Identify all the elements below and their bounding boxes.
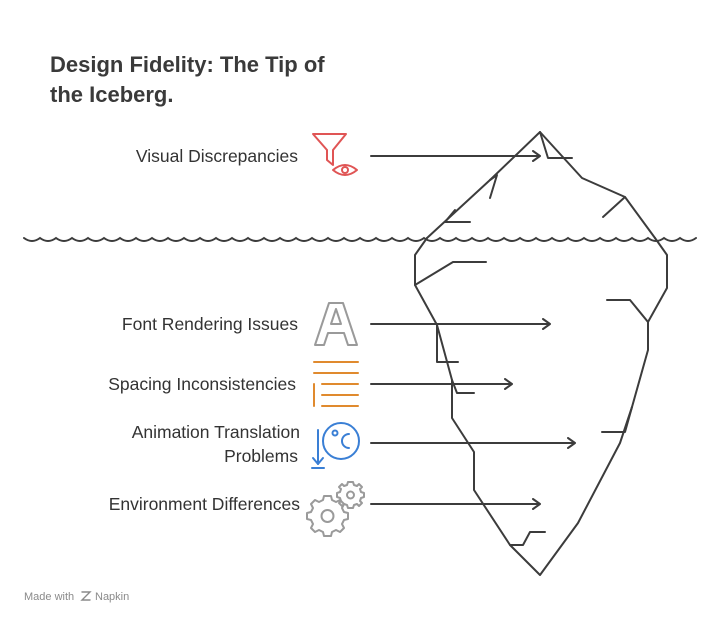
arrow-spacing — [370, 378, 513, 390]
footer-brand: Napkin — [95, 591, 129, 603]
iceberg-body — [414, 237, 668, 576]
item-label-line-1: Animation Translation — [132, 422, 300, 442]
title-line-2: the Iceberg. — [50, 82, 173, 107]
item-label: Visual Discrepancies — [136, 146, 298, 166]
title-line-1: Design Fidelity: The Tip of — [50, 52, 325, 77]
iceberg-tip — [426, 131, 656, 239]
animation-moon-icon — [311, 422, 360, 469]
item-label: Spacing Inconsistencies — [108, 374, 296, 394]
water-line — [23, 236, 697, 242]
footer-watermark: Made with Napkin — [24, 591, 129, 603]
arrow-font — [370, 318, 551, 330]
item-spacing: Spacing Inconsistencies — [108, 361, 513, 407]
item-label-line-2: Problems — [224, 446, 298, 466]
gears-icon — [306, 481, 365, 537]
item-font-rendering: Font Rendering Issues — [122, 302, 551, 346]
item-label: Font Rendering Issues — [122, 314, 298, 334]
item-environment: Environment Differences — [109, 481, 541, 537]
arrow-animation — [370, 437, 576, 449]
footer-made-with: Made with — [24, 591, 74, 603]
arrow-environment — [370, 498, 541, 510]
item-label: Environment Differences — [109, 494, 301, 514]
item-animation: Animation Translation Problems — [132, 422, 576, 469]
letter-a-icon — [314, 302, 358, 346]
text-align-icon — [313, 361, 359, 407]
arrow-visual — [370, 150, 541, 162]
napkin-logo-icon — [80, 591, 92, 601]
filter-eye-icon — [312, 133, 358, 176]
item-visual-discrepancies: Visual Discrepancies — [136, 133, 541, 176]
